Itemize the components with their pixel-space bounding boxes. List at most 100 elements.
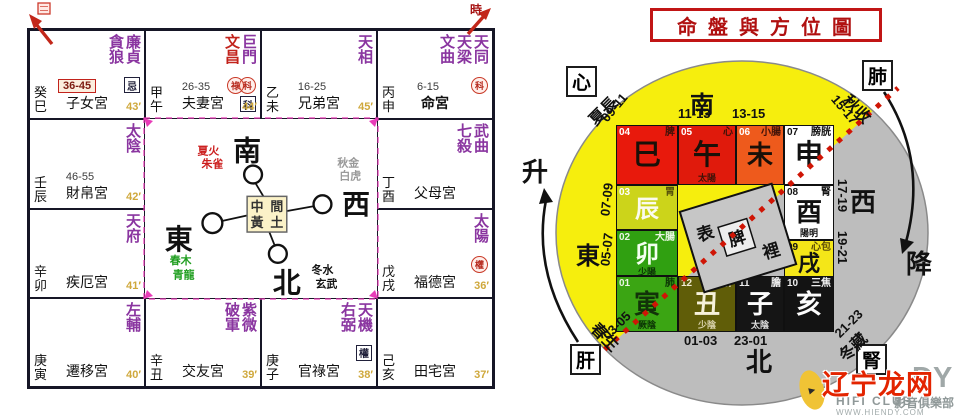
north-node-circle bbox=[267, 244, 288, 265]
age-range: 16-25 bbox=[297, 81, 327, 94]
age-range: 46-55 bbox=[65, 170, 95, 183]
palace-number: 36′ bbox=[474, 279, 489, 292]
organ-name: 膽 bbox=[771, 278, 781, 289]
palace-number: 45′ bbox=[358, 101, 373, 114]
note-vermilion-bird: 朱雀 bbox=[202, 157, 224, 171]
stem-branch: 丙申 bbox=[382, 85, 396, 115]
branch-character: 巳 bbox=[632, 139, 661, 171]
center-box-char: 間 bbox=[270, 199, 283, 214]
meridian-number: 05 bbox=[681, 127, 693, 138]
organ-name: 膀胱 bbox=[811, 127, 831, 138]
palace-stars: 紫微破軍 bbox=[223, 302, 257, 344]
palace-name: 福德宮 bbox=[414, 273, 456, 290]
star-name: 太陰 bbox=[124, 123, 141, 154]
organ-name: 三焦 bbox=[811, 278, 831, 289]
organ-name: 胃 bbox=[665, 187, 675, 198]
hours-07-09: 07-09 bbox=[597, 182, 616, 217]
palace-cell-父母宮: 武曲七殺丁酉父母宮 bbox=[377, 119, 493, 209]
palace-number: 39′ bbox=[242, 369, 257, 381]
hours-19-21: 19-21 bbox=[835, 230, 851, 265]
meridian-number: 09 bbox=[787, 242, 799, 253]
watermark-url: WWW.HIENDY.COM bbox=[836, 408, 925, 417]
palace-name: 遷移宮 bbox=[66, 363, 108, 379]
meridian-number: 10 bbox=[787, 278, 799, 289]
star-name: 天梁 bbox=[455, 34, 472, 64]
note-summer-fire: 夏火 bbox=[197, 145, 220, 158]
transformation-stamps: 忌 bbox=[124, 77, 140, 93]
palace-stars: 天機右弼 bbox=[339, 302, 373, 344]
organ-name: 肝 bbox=[723, 278, 733, 289]
branch-character: 卯 bbox=[635, 242, 659, 268]
stem-branch: 癸巳 bbox=[34, 85, 48, 115]
hours-01-03: 01-03 bbox=[684, 333, 718, 348]
channel-name: 陽明 bbox=[799, 228, 818, 238]
palace-stars: 太陽 bbox=[472, 213, 489, 255]
center-box-char: 土 bbox=[270, 215, 283, 230]
center-box-char: 黃 bbox=[250, 215, 264, 230]
star-name: 天機 bbox=[356, 301, 373, 332]
hours-11-13: 11-13 bbox=[678, 106, 711, 121]
stem-branch: 己亥 bbox=[382, 353, 396, 382]
palace-stars: 天府 bbox=[124, 213, 141, 255]
meridian-number: 11 bbox=[739, 278, 750, 289]
palace-stars: 太陰 bbox=[124, 123, 141, 165]
branch-character: 亥 bbox=[795, 289, 822, 319]
star-name: 武曲 bbox=[472, 123, 489, 154]
palace-name: 夫妻宮 bbox=[182, 95, 224, 112]
direction-east-label: 東 bbox=[576, 244, 600, 270]
hours-17-19: 17-19 bbox=[835, 178, 851, 213]
palace-stars: 天同天梁文曲 bbox=[438, 34, 489, 76]
organ-name: 腎 bbox=[821, 187, 831, 198]
branch-character: 子 bbox=[746, 289, 773, 319]
palace-stars: 左輔 bbox=[124, 302, 141, 344]
channel-name bbox=[787, 173, 831, 183]
boxed-stamp: 忌 bbox=[124, 77, 140, 93]
palace-number: 43′ bbox=[126, 101, 141, 114]
center-direction-compass: 中 間 黃 土 南 東 西 北 夏火 朱雀 秋金 白虎 春木 青龍 冬水 玄武 bbox=[145, 119, 377, 298]
red-seal-stamp: 權 bbox=[471, 255, 488, 273]
branch-character: 申 bbox=[794, 139, 823, 171]
note-winter-water: 冬水 bbox=[312, 263, 334, 277]
stem-branch: 丁酉 bbox=[382, 174, 396, 204]
flow-up-label: 升 bbox=[522, 158, 549, 187]
center-inner-label: 裡 bbox=[759, 239, 782, 263]
watermark-brand: 辽宁龙网 bbox=[822, 370, 934, 400]
star-name: 文曲 bbox=[438, 34, 455, 64]
branch-character: 未 bbox=[746, 140, 773, 170]
organ-name: 肺 bbox=[665, 278, 675, 289]
palace-name: 財帛宮 bbox=[66, 184, 108, 201]
note-white-tiger: 白虎 bbox=[339, 169, 361, 183]
direction-west-label: 西 bbox=[850, 188, 877, 217]
star-name: 天同 bbox=[472, 34, 489, 64]
palace-number: 41′ bbox=[126, 279, 141, 292]
direction-west: 西 bbox=[342, 190, 370, 221]
center-box-char: 中 bbox=[251, 199, 264, 214]
palace-name: 疾厄宮 bbox=[66, 273, 108, 290]
branch-character: 戌 bbox=[797, 251, 820, 276]
ziwei-palace-chart: 中 間 黃 土 南 東 西 北 夏火 朱雀 秋金 白虎 春木 青龍 冬水 玄武 … bbox=[27, 28, 495, 389]
center-mid-label: 脾 bbox=[726, 226, 748, 250]
branch-character: 午 bbox=[692, 139, 721, 171]
star-name: 天府 bbox=[124, 212, 141, 243]
star-name: 天相 bbox=[356, 34, 373, 64]
east-node-circle bbox=[201, 212, 224, 235]
direction-south: 南 bbox=[233, 137, 261, 168]
hours-05-07: 05-07 bbox=[597, 232, 616, 267]
direction-east: 東 bbox=[165, 225, 193, 256]
note-spring-wood: 春木 bbox=[170, 253, 192, 267]
organ-name: 脾 bbox=[665, 127, 675, 138]
note-azure-dragon: 青龍 bbox=[173, 268, 195, 282]
